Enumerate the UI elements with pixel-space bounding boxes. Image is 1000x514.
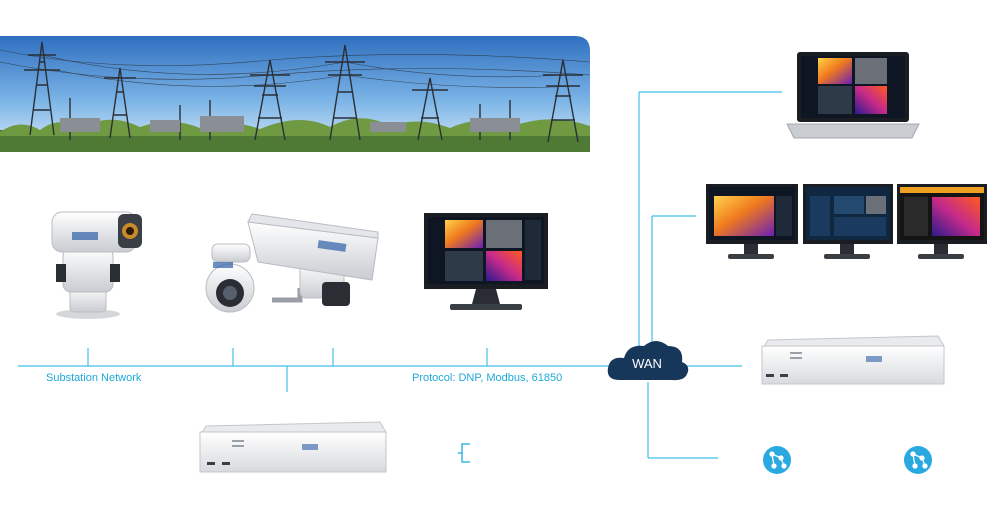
substation-network-label: Substation Network <box>46 372 142 384</box>
wan-label: WAN <box>632 356 662 371</box>
network-node-icon <box>904 446 932 474</box>
network-lines <box>18 91 782 459</box>
housing-camera <box>247 213 379 306</box>
wan-cloud <box>607 341 689 381</box>
monitor-middle <box>803 184 893 259</box>
rack-server-right <box>761 335 945 385</box>
ptz-thermal-camera <box>51 211 142 319</box>
center-monitor <box>424 213 548 310</box>
monitor-right <box>897 184 987 259</box>
laptop <box>786 52 920 139</box>
rack-server-bottom <box>199 421 387 473</box>
monitor-left <box>706 184 798 259</box>
protocol-label: Protocol: DNP, Modbus, 61850 <box>412 372 563 384</box>
bracket-mark <box>458 443 470 463</box>
dome-camera <box>205 243 255 313</box>
network-node-icon <box>763 446 791 474</box>
substation-banner <box>0 36 591 152</box>
